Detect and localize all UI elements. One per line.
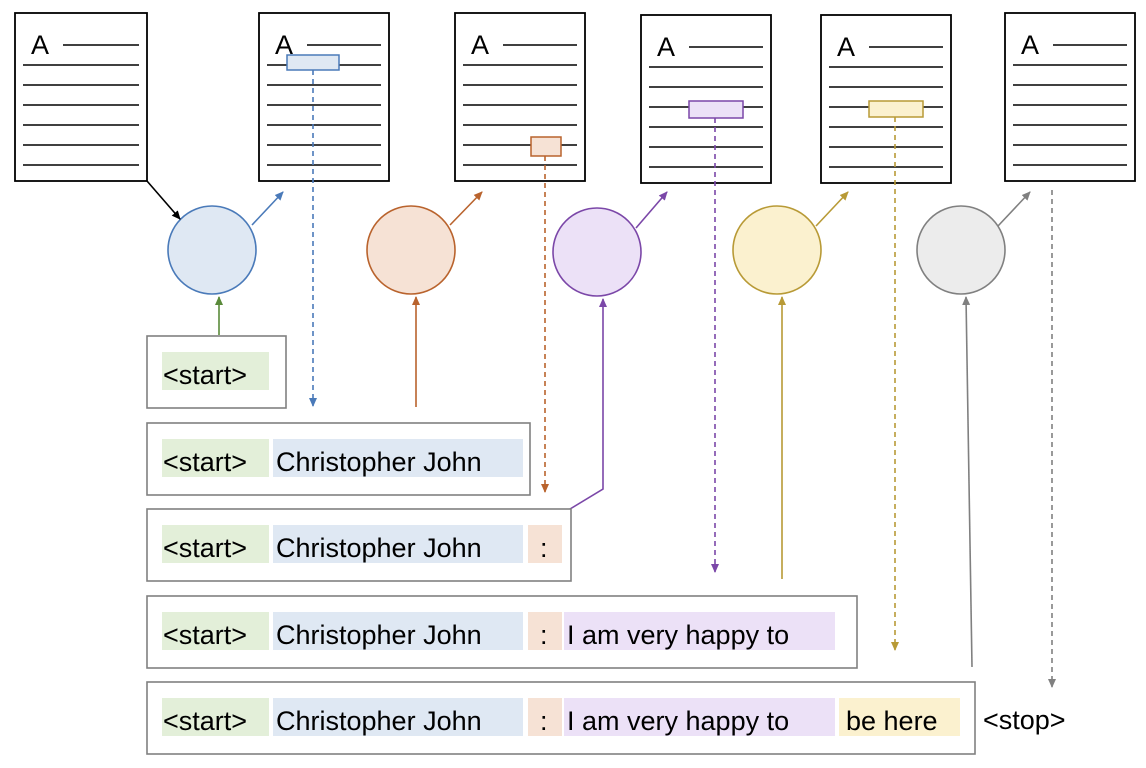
token-phrase-bg (564, 612, 835, 650)
document-icon: A (1004, 12, 1136, 182)
token-colon-bg (528, 698, 562, 736)
token-name-bg (273, 439, 523, 477)
token-start-bg (162, 352, 269, 390)
decoder-states (167, 205, 1006, 297)
document-page (454, 12, 586, 182)
token-colon: : (540, 620, 548, 650)
sequence-row-3: <start> Christopher John : (146, 508, 572, 582)
state-to-doc-arrow-4 (815, 191, 849, 227)
token-name: Christopher John (276, 620, 482, 650)
decoder-state-3 (552, 207, 642, 297)
document-letter: A (471, 30, 489, 60)
document-letter: A (1021, 30, 1039, 60)
arrows (146, 70, 1056, 688)
sequence-box (146, 335, 287, 409)
token-phrase: I am very happy to (567, 620, 789, 650)
state-to-doc-arrow-2 (449, 191, 483, 226)
input-arrow-3 (569, 298, 607, 510)
sequence-row-2: <start> Christopher John (146, 422, 531, 496)
output-sequences: <start> <start> Christopher John <start>… (146, 335, 1066, 755)
attention-highlights (286, 54, 924, 157)
document-page (1004, 12, 1136, 182)
attention-highlight-gold (868, 100, 924, 118)
sequence-box (146, 681, 976, 755)
sequence-box (146, 595, 858, 669)
token-name-bg (273, 612, 523, 650)
document-letter: A (275, 30, 293, 60)
doc-to-state-arrow (146, 180, 181, 220)
document-page (14, 12, 148, 182)
attention-highlight-orange (530, 136, 562, 157)
state-to-doc-arrow-3 (635, 191, 668, 229)
decoder-state-4 (732, 205, 822, 295)
token-start-bg (162, 439, 269, 477)
sequence-box (146, 422, 531, 496)
token-start: <start> (163, 447, 247, 477)
attention-highlight-blue (286, 54, 340, 71)
token-ending: be here (846, 706, 938, 736)
document-icon: A (14, 12, 148, 182)
token-start-bg (162, 612, 269, 650)
token-phrase: I am very happy to (567, 706, 789, 736)
document-letter: A (31, 30, 49, 60)
token-start: <start> (163, 360, 247, 390)
token-name: Christopher John (276, 706, 482, 736)
stop-token: <stop> (983, 705, 1066, 735)
token-colon: : (540, 533, 548, 563)
document-icon: A (454, 12, 586, 182)
input-arrow-5 (962, 296, 973, 668)
token-colon: : (540, 706, 548, 736)
token-name-bg (273, 698, 523, 736)
token-name-bg (273, 525, 523, 563)
token-start: <start> (163, 706, 247, 736)
decoder-state-2 (366, 205, 456, 295)
token-name: Christopher John (276, 447, 482, 477)
sequence-row-1: <start> (146, 335, 287, 409)
token-start: <start> (163, 533, 247, 563)
token-start: <start> (163, 620, 247, 650)
document-letter: A (657, 32, 675, 62)
sequence-box (146, 508, 572, 582)
decoder-state-5 (916, 205, 1006, 295)
document-icon: A (258, 12, 390, 182)
state-to-doc-arrow-1 (251, 191, 284, 226)
document-page (820, 14, 952, 184)
token-name: Christopher John (276, 533, 482, 563)
document-icon: A (820, 14, 952, 184)
token-phrase-bg (564, 698, 835, 736)
sequence-row-5: <start> Christopher John : I am very hap… (146, 681, 976, 755)
attention-highlight-purple (688, 100, 744, 119)
token-colon-bg (528, 612, 562, 650)
document-letter: A (837, 32, 855, 62)
decoder-state-1 (167, 205, 257, 295)
token-ending-bg (839, 698, 960, 736)
token-start-bg (162, 698, 269, 736)
state-to-doc-arrow-5 (997, 191, 1031, 227)
token-colon-bg (528, 525, 562, 563)
document-icon: A (640, 14, 772, 184)
document-page (640, 14, 772, 184)
document-page (258, 12, 390, 182)
sequence-row-4: <start> Christopher John : I am very hap… (146, 595, 858, 669)
token-start-bg (162, 525, 269, 563)
